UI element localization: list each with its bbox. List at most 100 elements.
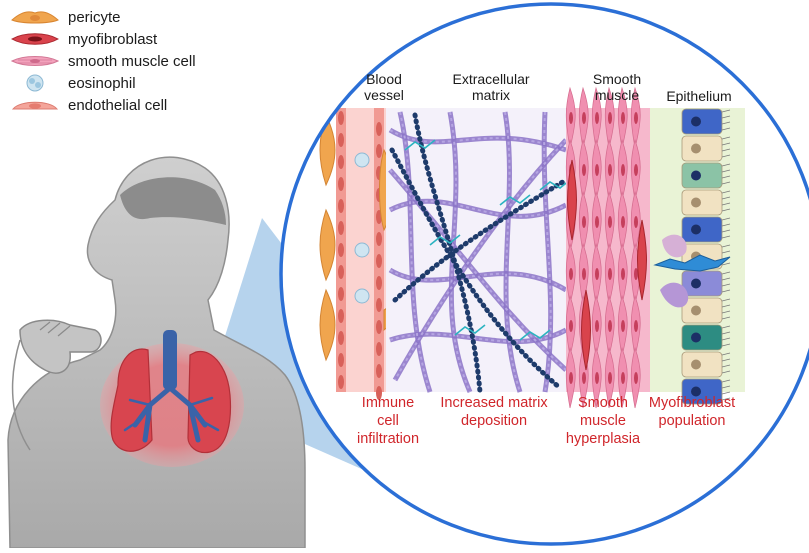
cilia	[721, 379, 731, 401]
immune-cell	[662, 234, 687, 258]
collagen-fiber-highlight	[389, 169, 567, 371]
dendritic-cell	[653, 254, 731, 272]
smooth-muscle-nucleus	[595, 320, 599, 332]
myofibroblast	[581, 289, 591, 371]
smooth-muscle-nucleus	[569, 320, 573, 332]
zoom-circle-border	[279, 2, 809, 546]
smooth-muscle-nucleus	[608, 268, 612, 280]
caption-myofibroblast-population: Myofibroblast population	[648, 395, 736, 429]
cilia	[721, 109, 731, 131]
endothelial-cell	[338, 331, 344, 345]
legend-item-myofibroblast: myofibroblast	[8, 28, 196, 50]
cilia	[721, 325, 731, 347]
endothelial-cell	[376, 364, 382, 378]
endothelial-cell	[376, 342, 382, 356]
magnified-tissue	[279, 2, 809, 546]
caption-matrix-deposition: Increased matrix deposition	[440, 395, 548, 429]
smooth-muscle-nucleus	[621, 164, 625, 176]
caption-immune-infiltration: Immune cell infiltration	[356, 395, 420, 447]
immune-cell	[660, 282, 689, 308]
collagen-fiber-highlight	[389, 129, 567, 151]
legend-label: myofibroblast	[68, 30, 158, 48]
smooth-muscle-nucleus	[569, 268, 573, 280]
legend-item-eosinophil: eosinophil	[8, 72, 196, 94]
collagen-fiber-highlight	[543, 111, 552, 393]
eosinophil	[354, 242, 370, 258]
glycoprotein	[454, 324, 486, 336]
header-extracellular-matrix: Extracellular matrix	[452, 71, 530, 103]
smooth-muscle-nucleus	[634, 268, 638, 280]
pericyte-icon	[8, 7, 62, 27]
epithelial-nucleus	[691, 224, 701, 235]
header-blood-vessel: Blood vessel	[364, 71, 404, 103]
collagen-fiber-highlight	[399, 111, 431, 393]
endothelial-cell	[338, 133, 344, 147]
endothelial-cell	[338, 353, 344, 367]
smooth-muscle-nucleus	[569, 372, 573, 384]
glycoprotein	[499, 194, 531, 206]
cilia	[721, 244, 731, 266]
smooth-muscle-nucleus	[634, 164, 638, 176]
legend: pericyte myofibroblast smooth muscle cel…	[8, 6, 196, 116]
endothelial-cell	[338, 221, 344, 235]
smooth-muscle-nucleus	[608, 164, 612, 176]
legend-label: endothelial cell	[68, 96, 168, 114]
matrix-bead-chain	[389, 147, 563, 391]
epithelial-cell	[681, 324, 723, 351]
legend-item-endothelial-cell: endothelial cell	[8, 94, 196, 116]
myofibroblast-icon	[8, 29, 62, 49]
eosinophil-icon	[8, 73, 62, 93]
cilia	[721, 163, 731, 185]
endothelial-cell	[376, 386, 382, 400]
epithelial-cell	[681, 135, 723, 162]
epithelial-cell	[681, 378, 723, 405]
smooth-muscle-nucleus	[595, 164, 599, 176]
cilia	[721, 298, 731, 320]
endothelial-cell	[338, 199, 344, 213]
pericyte	[319, 288, 336, 362]
epithelial-nucleus	[691, 197, 701, 208]
endothelial-cell	[338, 309, 344, 323]
myofibroblast	[637, 219, 647, 301]
collagen-fiber-highlight	[394, 139, 567, 381]
epithelial-nucleus	[691, 116, 701, 127]
header-smooth-muscle: Smooth muscle	[592, 71, 642, 103]
matrix-bead-chain	[392, 177, 569, 303]
collagen-fiber-highlight	[504, 111, 521, 393]
smooth-muscle-nucleus	[634, 112, 638, 124]
glycoprotein	[519, 329, 551, 341]
smooth-muscle-nucleus	[582, 216, 586, 228]
epithelial-cell	[681, 297, 723, 324]
glycoprotein	[539, 179, 571, 191]
epithelial-cell	[681, 108, 723, 135]
smooth-muscle-nucleus	[569, 112, 573, 124]
smooth-muscle-nucleus	[608, 372, 612, 384]
epithelial-cell	[681, 189, 723, 216]
epithelial-cell	[681, 270, 723, 297]
header-epithelium: Epithelium	[666, 88, 732, 104]
smooth-muscle-nucleus	[608, 112, 612, 124]
epithelial-nucleus	[691, 278, 701, 289]
endothelial-cell	[376, 276, 382, 290]
endothelial-cell	[338, 177, 344, 191]
smooth-muscle-nucleus	[595, 216, 599, 228]
endothelial-cell	[338, 155, 344, 169]
smooth-muscle-nucleus	[608, 216, 612, 228]
endothelial-cell-icon	[8, 95, 62, 115]
endothelial-cell	[376, 320, 382, 334]
cilia	[721, 190, 731, 212]
endothelial-cell	[338, 111, 344, 125]
smooth-muscle-nucleus	[582, 372, 586, 384]
endothelial-cell	[338, 375, 344, 389]
smooth-muscle-nucleus	[608, 320, 612, 332]
epithelial-nucleus	[691, 359, 701, 370]
smooth-muscle-nucleus	[634, 216, 638, 228]
smooth-muscle-nucleus	[595, 372, 599, 384]
legend-item-pericyte: pericyte	[8, 6, 196, 28]
epithelial-cell	[681, 351, 723, 378]
smooth-muscle-nucleus	[582, 268, 586, 280]
vessel-wall-right	[374, 108, 384, 392]
legend-label: eosinophil	[68, 74, 136, 92]
